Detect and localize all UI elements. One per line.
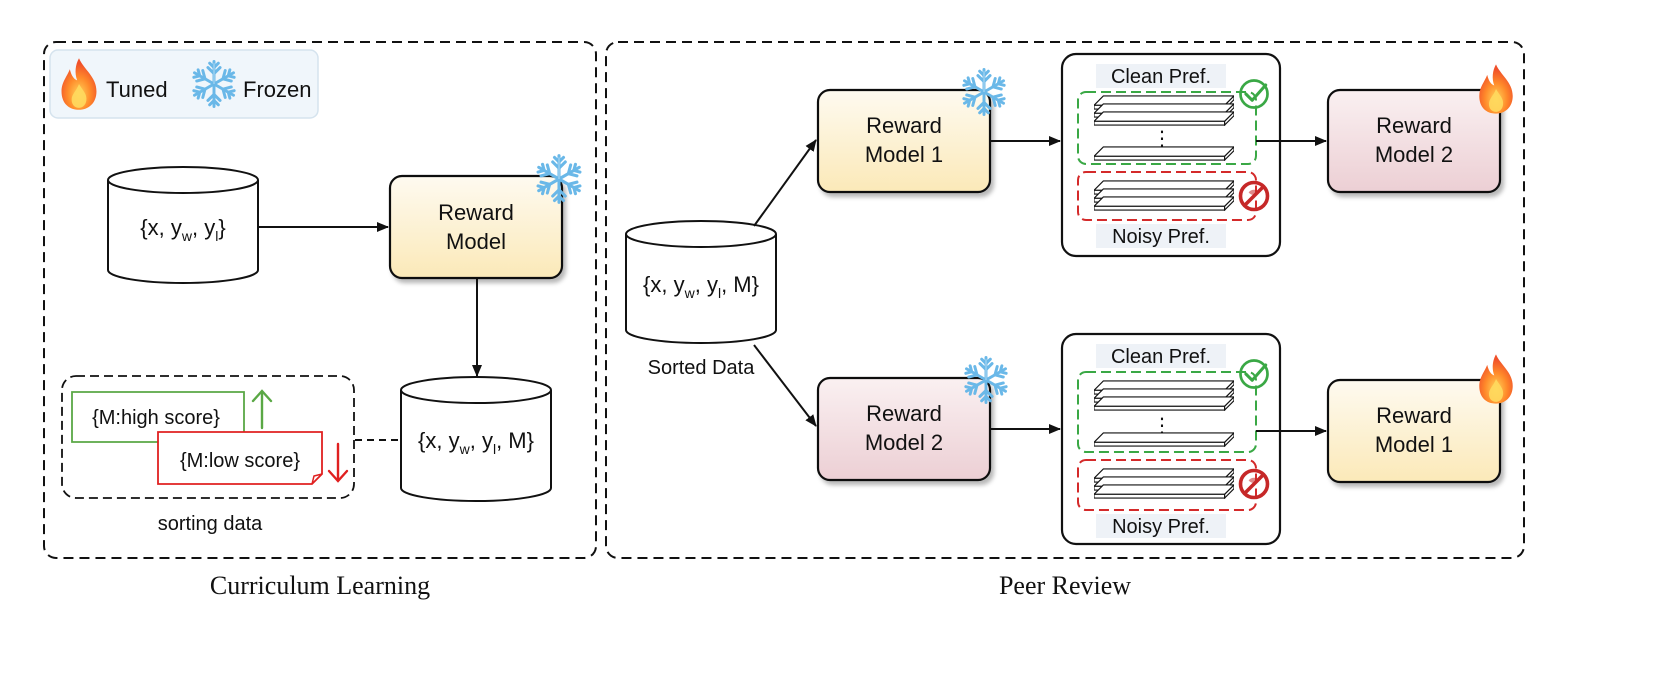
bottom-tuned-model-line2: Model 1 [1375,432,1453,457]
low-score-label: {M:low score} [180,450,300,472]
sorting-data-group: {M:high score} {M:low score} [61,375,355,499]
bottom-clean-pref-label: Clean Pref. [1111,346,1211,368]
bottom-frozen-model-line1: Reward [866,401,942,426]
curriculum-learning-caption: Curriculum Learning [210,571,430,600]
curriculum-frame [43,41,597,559]
reward-model-line2: Model [446,229,506,254]
input-database-label: {x, yw, yl} [140,215,225,244]
bottom-preference-panel: Clean Pref. ⋮ Noisy Pref. [1060,332,1282,546]
peer-review-frame [605,41,1525,559]
top-preference-panel: Clean Pref. ⋮ Noisy Pref. [1060,52,1282,258]
top-tuned-reward-model: Reward Model 2 [1326,64,1513,194]
top-noisy-group [1077,171,1257,221]
bottom-noisy-pref-label: Noisy Pref. [1112,516,1210,538]
bottom-noisy-group [1077,459,1257,511]
tuned-flame-icon [1479,354,1513,404]
bottom-tuned-model-line1: Reward [1376,403,1452,428]
high-score-label: {M:high score} [92,407,220,429]
legend-tuned-label: Tuned [106,77,168,102]
sorted-database: {x, yw, yl, M} [625,220,777,344]
top-clean-group [1077,91,1257,165]
top-clean-pref-label: Clean Pref. [1111,66,1211,88]
output-database: {x, yw, yl, M} [400,376,552,502]
bottom-ellipsis: ⋮ [1152,415,1172,437]
bottom-frozen-reward-model: Reward Model 2 [816,357,1009,482]
arrow-sorted-to-top-model [753,139,817,227]
low-score-note [157,431,323,485]
top-noisy-pref-label: Noisy Pref. [1112,226,1210,248]
input-database: {x, yw, yl} [107,166,259,284]
bottom-frozen-model-line2: Model 2 [865,430,943,455]
up-arrow-icon [251,389,273,430]
sorted-data-caption: Sorted Data [648,357,756,379]
top-ellipsis: ⋮ [1152,128,1172,150]
sorting-data-caption: sorting data [158,513,263,535]
reward-model-box: Reward Model [388,156,582,280]
reward-model-line1: Reward [438,200,514,225]
bottom-tuned-reward-model: Reward Model 1 [1326,354,1513,484]
sorted-database-label: {x, yw, yl, M} [643,272,759,301]
tuned-flame-icon [1479,64,1513,114]
legend: Tuned Frozen [49,49,319,119]
top-frozen-model-line1: Reward [866,113,942,138]
arrow-sorted-to-bottom-model [753,344,817,427]
output-database-label: {x, yw, yl, M} [418,428,534,457]
top-frozen-reward-model: Reward Model 1 [816,69,1007,194]
bottom-clean-group [1077,371,1257,453]
top-tuned-model-line2: Model 2 [1375,142,1453,167]
legend-frozen-label: Frozen [243,77,311,102]
peer-review-caption: Peer Review [999,571,1131,600]
top-frozen-model-line2: Model 1 [865,142,943,167]
top-tuned-model-line1: Reward [1376,113,1452,138]
down-arrow-icon [327,442,349,483]
